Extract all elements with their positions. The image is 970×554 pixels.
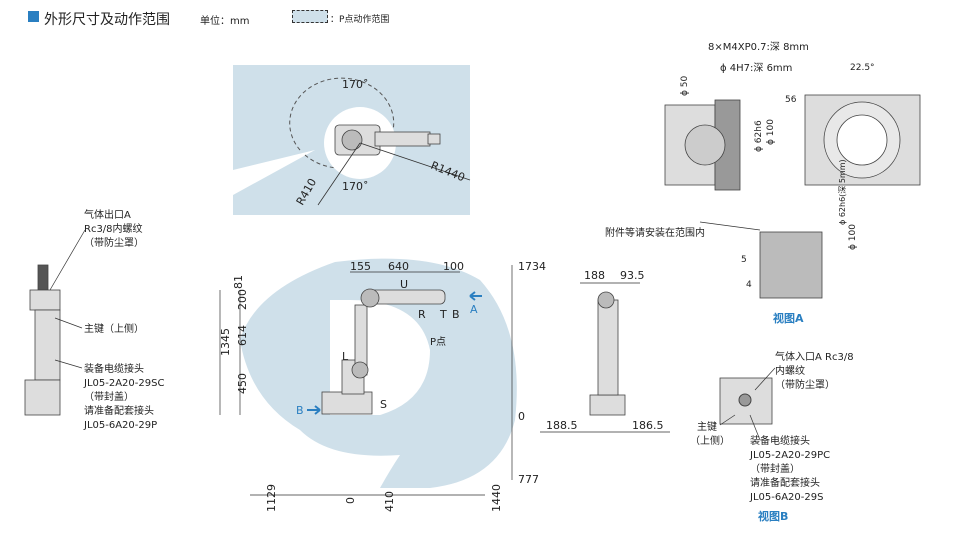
dim-left-200: 200: [236, 289, 249, 310]
cable-line5: JL05-6A20-29P: [83, 420, 157, 431]
view-b-cable-line1: 装备电缆接头: [750, 434, 810, 447]
cable-line3: （带封盖）: [84, 390, 134, 403]
detail-section: [759, 231, 823, 299]
dim-left-81: 81: [232, 275, 245, 289]
axis-u: U: [400, 278, 408, 291]
dim-total-1345: 1345: [219, 328, 232, 356]
dim-186-5: 186.5: [632, 419, 664, 432]
cable-line1: 装备电缆接头: [84, 362, 144, 375]
gas-inlet-line3: （带防尘罩）: [775, 378, 835, 391]
view-b-cable-line4: 请准备配套接头: [750, 476, 820, 489]
dim-5: 5: [741, 255, 747, 265]
robot-side-view: [321, 288, 446, 415]
view-b-arrow-icon: [307, 405, 321, 415]
p-point-label: P点: [430, 336, 446, 348]
gas-inlet-line1: 气体入口A Rc3/8: [775, 350, 854, 363]
view-b-marker: B: [296, 404, 304, 417]
gas-outlet-line1: 气体出口A: [84, 208, 131, 221]
cable-line2: JL05-2A20-29SC: [83, 378, 164, 389]
gas-outlet-line3: （带防尘罩）: [84, 236, 144, 249]
left-small-view: 气体出口A Rc3/8内螺纹 （带防尘罩） 主键（上侧） 装备电缆接头 JL05…: [24, 208, 164, 431]
axis-s: S: [380, 398, 387, 411]
view-b-main-key-line1: 主键: [697, 420, 717, 433]
angle-22-5: 22.5°: [850, 63, 875, 73]
dim-top-100: 100: [443, 260, 464, 273]
dim-zero-right: 0: [518, 410, 525, 423]
dim-phi50: ϕ 50: [680, 75, 690, 96]
view-a: 8×M4XP0.7:深 8mm ϕ 4H7:深 6mm 22.5° 56 ϕ 5…: [605, 41, 921, 325]
robot-top-view: [334, 124, 441, 156]
view-b-cable-line3: （带封盖）: [750, 462, 800, 475]
dim-top-640: 640: [388, 260, 409, 273]
note-tap: 8×M4XP0.7:深 8mm: [708, 41, 809, 53]
view-a-marker: A: [470, 303, 478, 316]
dim-93-5: 93.5: [620, 269, 645, 282]
view-b-caption: 视图B: [758, 509, 788, 523]
dim-phi62h6: ϕ 62h6: [754, 120, 764, 152]
dim-bottom-1440: 1440: [490, 484, 503, 512]
axis-r: R: [418, 308, 426, 321]
axis-b: B: [452, 308, 460, 321]
dim-top-155: 155: [350, 260, 371, 273]
dim-bottom-410: 410: [383, 491, 396, 512]
top-view-inner-arc: [289, 77, 395, 169]
dim-777: 777: [518, 473, 539, 486]
legend-swatch-icon: [292, 10, 328, 23]
gas-outlet-line2: Rc3/8内螺纹: [84, 222, 143, 235]
dim-phi62h6-deep: ϕ 62h6(深 5mm): [838, 159, 847, 225]
axis-t: T: [439, 308, 447, 321]
bottom-angle-label: 170˚: [342, 180, 369, 193]
dim-1734: 1734: [518, 260, 546, 273]
robot-front-view: [589, 291, 626, 416]
front-view: 188 93.5 188.5 186.5: [540, 269, 670, 433]
robot-rear-view: [24, 264, 61, 416]
note-hole: ϕ 4H7:深 6mm: [720, 62, 792, 74]
view-b-cable-line2: JL05-2A20-29PC: [749, 450, 830, 461]
dim-phi100: ϕ 100: [766, 119, 776, 145]
cable-line4: 请准备配套接头: [84, 404, 154, 417]
axis-l: L: [342, 350, 349, 363]
section-title: 外形尺寸及动作范围: [44, 12, 170, 28]
accessory-note: 附件等请安装在范围内: [605, 226, 705, 239]
section-marker-icon: [28, 11, 39, 22]
legend-label: ：P点动作范围: [330, 15, 390, 25]
dim-188: 188: [584, 269, 605, 282]
top-angle-label: 170˚: [342, 78, 369, 91]
flange-front-view: [804, 94, 921, 186]
view-b-main-key-line2: （上侧）: [690, 434, 730, 447]
dim-bottom-0: 0: [344, 497, 357, 504]
view-a-caption: 视图A: [773, 311, 804, 325]
dim-188-5: 188.5: [546, 419, 578, 432]
dim-left-614: 614: [236, 325, 249, 346]
dim-4: 4: [746, 280, 752, 290]
top-view: 170˚ 170˚ R410 R1440: [233, 65, 471, 215]
flange-side-view: [664, 99, 741, 191]
view-a-arrow-icon: [469, 291, 482, 301]
gas-inlet-line2: 内螺纹: [775, 364, 805, 377]
view-b: 气体入口A Rc3/8 内螺纹 （带防尘罩） 主键 （上侧） 装备电缆接头 JL…: [690, 350, 854, 523]
side-view: 155 640 100 1734 0 777 81 200 614 450 13…: [219, 258, 546, 512]
view-b-cable-line5: JL05-6A20-29S: [749, 492, 823, 503]
unit-label: 单位：mm: [200, 16, 250, 27]
dim-left-450: 450: [236, 373, 249, 394]
dim-bottom-1129: 1129: [265, 484, 278, 512]
dim-56: 56: [785, 95, 797, 105]
main-key-label: 主键（上侧）: [84, 322, 144, 335]
dim-phi100-b: ϕ 100: [848, 224, 858, 250]
